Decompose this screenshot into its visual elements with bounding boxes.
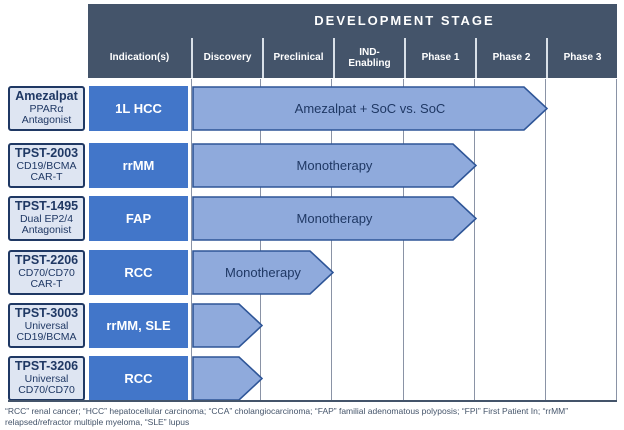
progress-arrow xyxy=(192,86,548,131)
stage-column-header: Phase 2 xyxy=(475,38,546,78)
progress-arrow xyxy=(192,250,334,295)
program-modality: Dual EP2/4 xyxy=(19,212,74,225)
development-stage-header: DEVELOPMENT STAGE Indication(s) Discover… xyxy=(88,4,617,78)
header-title: DEVELOPMENT STAGE xyxy=(314,13,495,28)
program-name: TPST-3206 xyxy=(14,359,79,374)
progress-arrow-label: Monotherapy xyxy=(296,211,373,226)
program-name: Amezalpat xyxy=(15,89,78,104)
progress-arrow xyxy=(192,303,263,348)
program-modality: CAR-T xyxy=(30,278,63,291)
program-modality: PPARα xyxy=(29,102,64,115)
footnote: “RCC” renal cancer; “HCC” hepatocellular… xyxy=(5,406,568,428)
indication-box: rrMM, SLE xyxy=(89,303,188,348)
program-modality: Antagonist xyxy=(21,224,72,237)
program-name: TPST-3003 xyxy=(14,306,79,321)
gridline xyxy=(545,79,546,402)
stage-column-header: Preclinical xyxy=(262,38,333,78)
indication-box: RCC xyxy=(89,356,188,401)
gridline xyxy=(616,79,617,402)
progress-arrow-label: Monotherapy xyxy=(225,265,301,280)
program-name: TPST-1495 xyxy=(14,199,79,214)
indication-box: rrMM xyxy=(89,143,188,188)
gridline xyxy=(191,79,192,402)
gridline xyxy=(474,79,475,402)
footnote-line-2: relapsed/refractor multiple myeloma, “SL… xyxy=(5,417,190,428)
progress-arrow xyxy=(192,196,477,241)
program-modality: CD70/CD70 xyxy=(18,266,75,279)
column-header-indications: Indication(s) xyxy=(109,52,170,64)
progress-arrow-label: Amezalpat + SoC vs. SoC xyxy=(294,101,446,116)
program-modality: Universal xyxy=(24,319,69,332)
program-modality: Antagonist xyxy=(21,114,72,127)
footnote-line-1: “RCC” renal cancer; “HCC” hepatocellular… xyxy=(5,406,569,416)
progress-arrow xyxy=(192,143,477,188)
indication-box: FAP xyxy=(89,196,188,241)
indication-box: RCC xyxy=(89,250,188,295)
stage-column-header: Discovery xyxy=(191,38,262,78)
program-modality: CAR-T xyxy=(30,171,63,184)
program-modality: CD19/BCMA xyxy=(16,159,77,172)
chart-baseline xyxy=(8,400,617,402)
progress-arrow-label: Monotherapy xyxy=(296,158,373,173)
program-name: TPST-2206 xyxy=(14,253,79,268)
indication-box: 1L HCC xyxy=(89,86,188,131)
program-name: TPST-2003 xyxy=(14,146,79,161)
program-modality: CD70/CD70 xyxy=(18,384,75,397)
stage-column-header: Phase 3 xyxy=(546,38,617,78)
stage-column-header: IND- Enabling xyxy=(333,38,404,78)
program-modality: Universal xyxy=(24,372,69,385)
stage-column-header: Phase 1 xyxy=(404,38,475,78)
program-modality: CD19/BCMA xyxy=(16,331,77,344)
progress-arrow xyxy=(192,356,263,401)
